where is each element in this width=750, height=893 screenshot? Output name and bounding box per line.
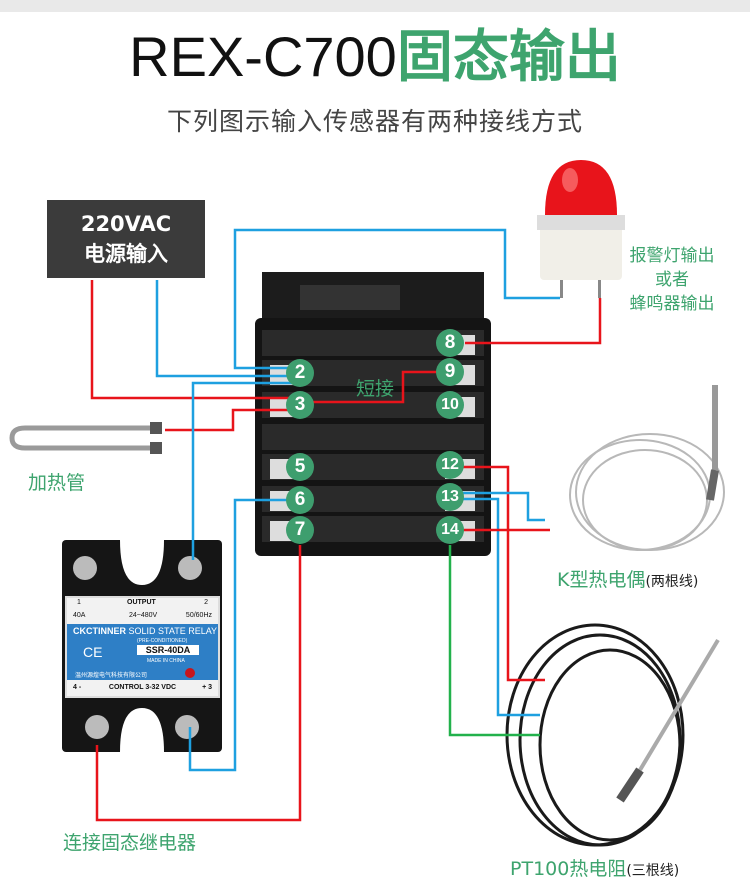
- wire-ssr-6: [188, 498, 292, 772]
- wire-14-pt: [448, 545, 540, 737]
- led-icon: [185, 668, 195, 678]
- short-label: 短接: [356, 378, 395, 400]
- wire-power-n: [155, 280, 292, 378]
- terminal-2: 2: [286, 359, 314, 387]
- ssr-nameplate: 1 OUTPUT 2 40A 24~480V 50/60Hz CKCTINNER…: [65, 596, 220, 698]
- terminal-12: 12: [436, 451, 464, 479]
- terminal-13: 13: [436, 483, 464, 511]
- subtitle: 下列图示输入传感器有两种接线方式: [166, 107, 583, 136]
- wire-heater: [165, 408, 292, 432]
- wire-13-k: [462, 491, 545, 522]
- terminal-5: 5: [286, 453, 314, 481]
- terminal-9: 9: [436, 358, 464, 386]
- wire-power-l: [90, 280, 292, 400]
- wire-ssr-2: [191, 381, 292, 560]
- page-title: REX-C700固态输出: [129, 25, 621, 90]
- terminal-7: 7: [286, 516, 314, 544]
- wire-ssr-7: [95, 545, 302, 822]
- terminal-6: 6: [286, 486, 314, 514]
- terminal-3: 3: [286, 391, 314, 419]
- wire-short-9-3: [300, 370, 440, 404]
- wire-12: [462, 465, 545, 682]
- pt100-label: PT100热电阻(三根线): [510, 858, 680, 880]
- wire-13-pt: [462, 497, 540, 717]
- k-thermocouple-label: K型热电偶(两根线): [557, 569, 699, 591]
- ssr-label: 连接固态继电器: [63, 832, 197, 854]
- wire-alarm-red: [465, 298, 602, 345]
- pt100-sensor: [505, 623, 720, 847]
- alarm-label: 报警灯输出或者蜂鸣器输出: [629, 246, 715, 314]
- terminal-10: 10: [436, 391, 464, 419]
- terminal-8: 8: [436, 329, 464, 357]
- k-thermocouple: [569, 385, 725, 551]
- heater-tube: [9, 422, 162, 454]
- wire-alarm-blue: [233, 228, 560, 370]
- top-bar: [0, 0, 750, 12]
- heater-label: 加热管: [28, 472, 86, 494]
- alarm-lamp: [537, 160, 625, 298]
- terminal-14: 14: [436, 516, 464, 544]
